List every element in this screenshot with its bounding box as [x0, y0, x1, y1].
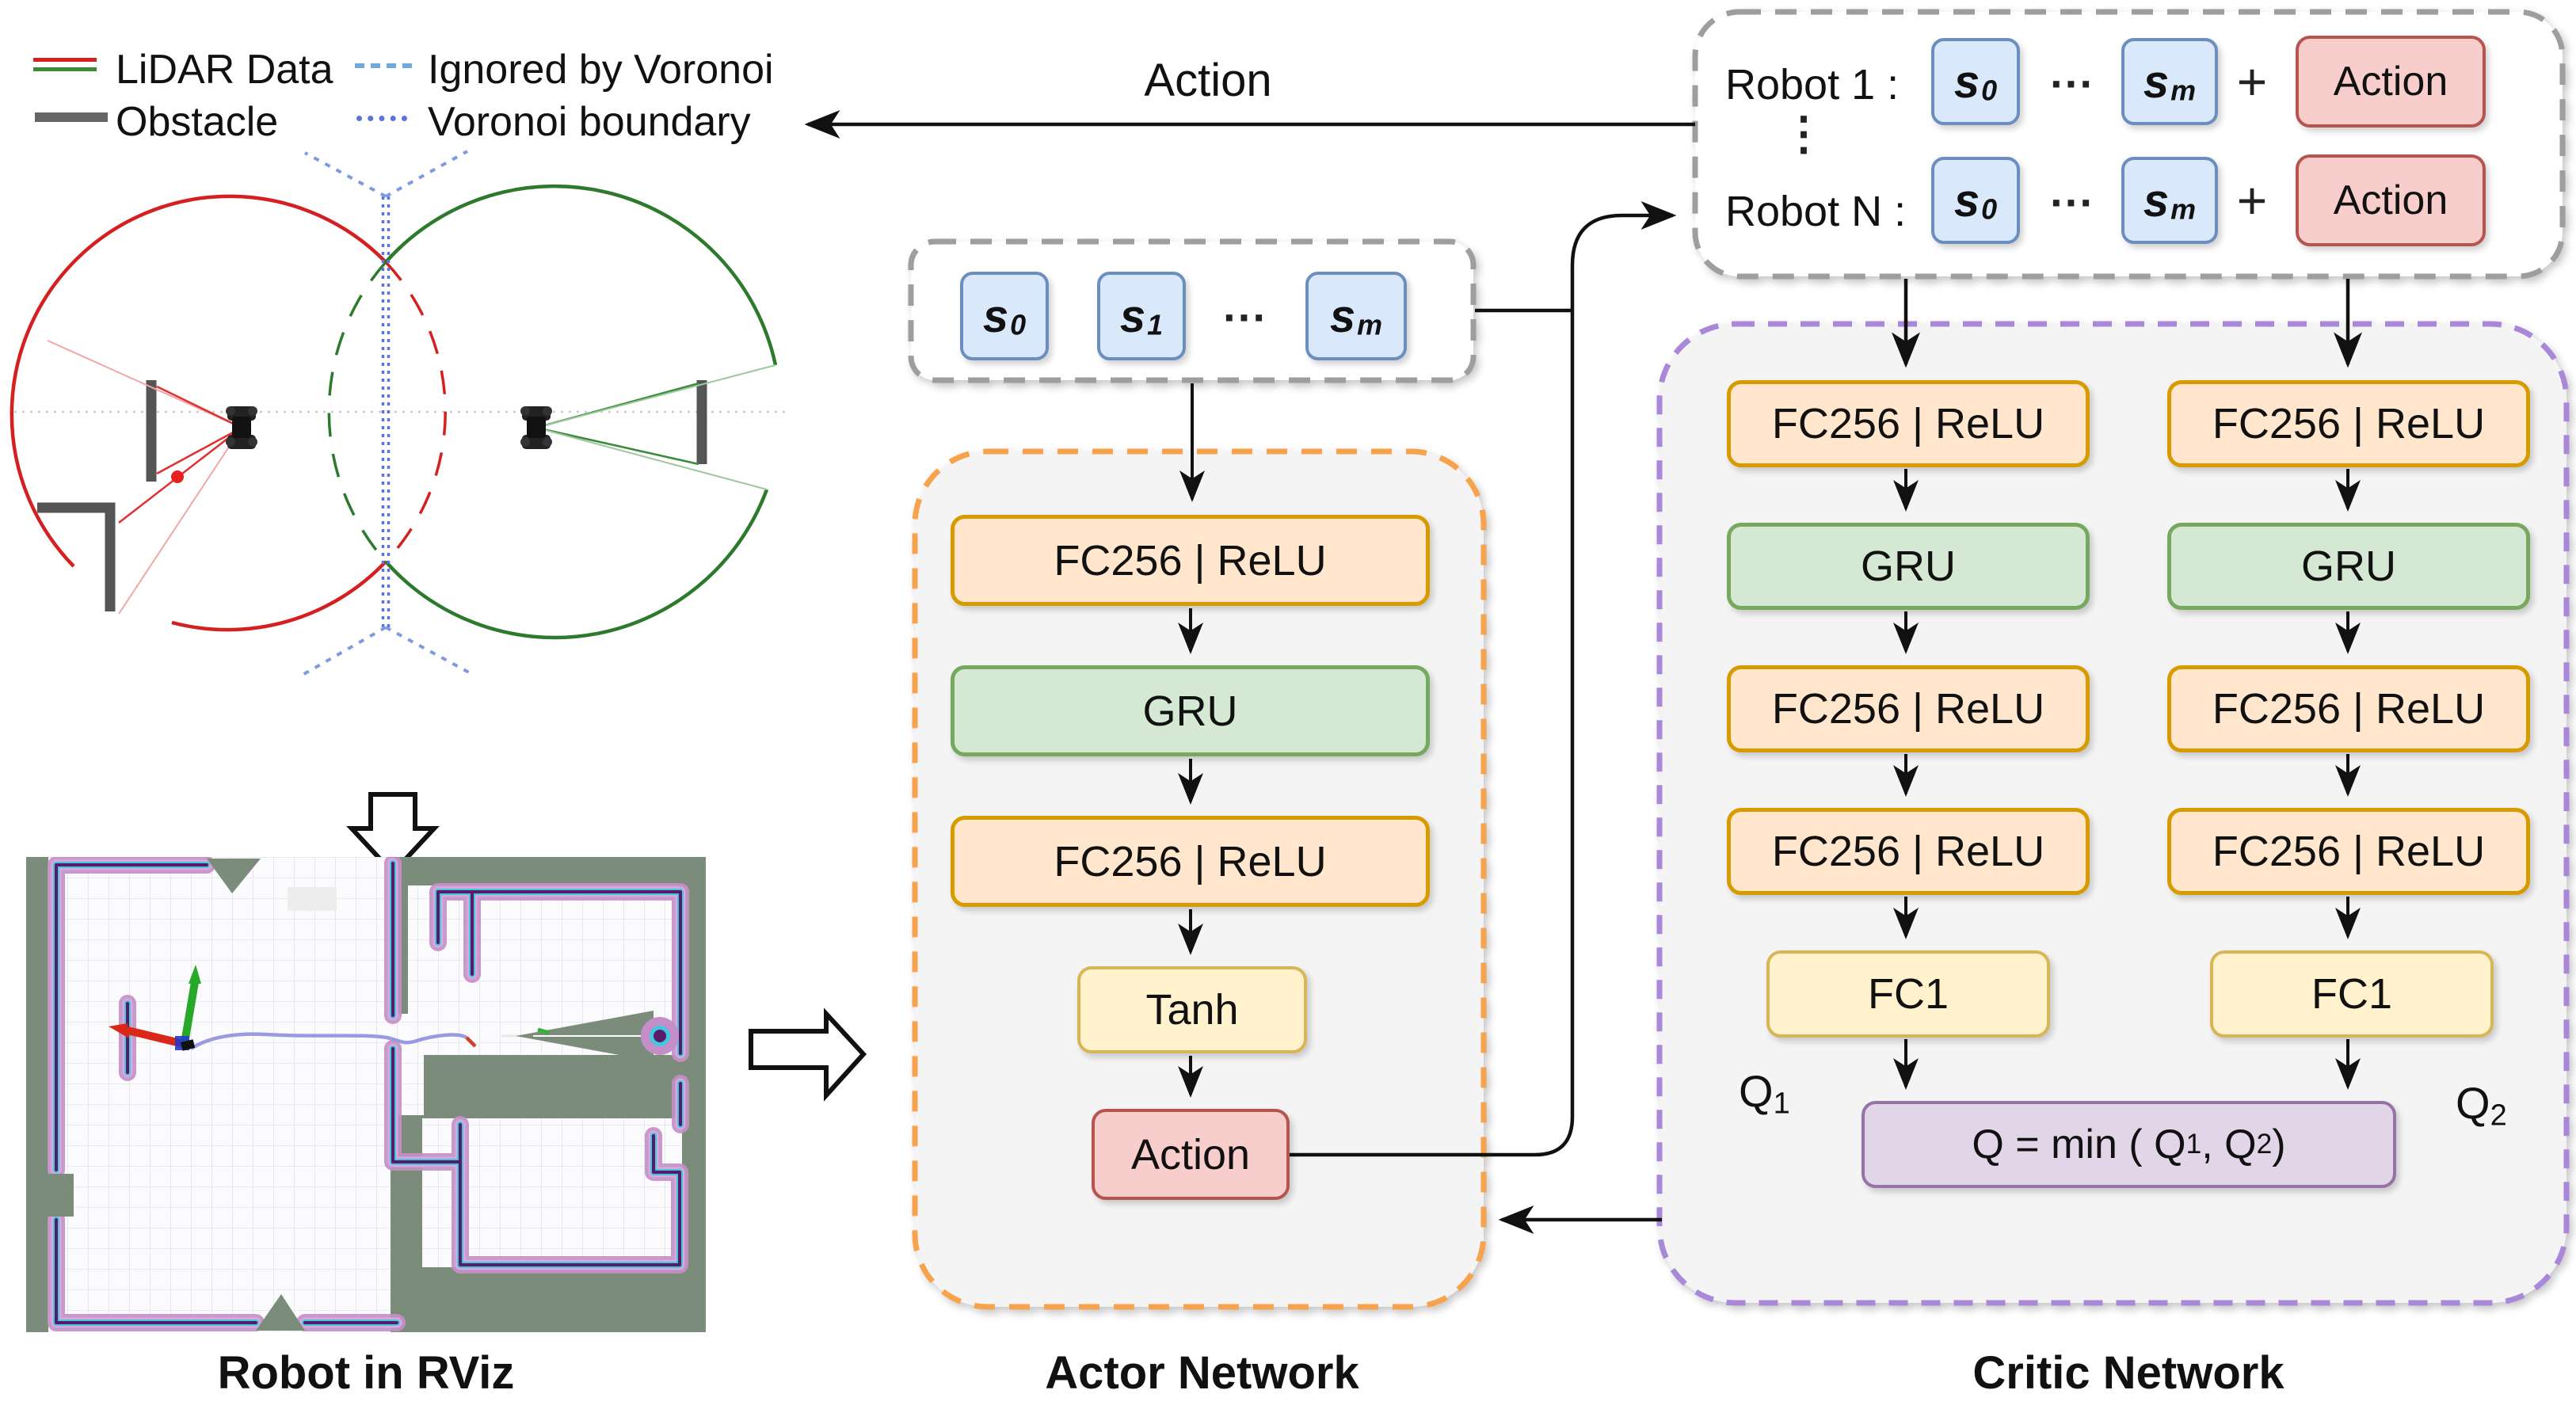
robot-marker-left — [226, 406, 257, 449]
legend-lidar-label: LiDAR Data — [116, 47, 333, 93]
robot-vdots: ⋮ — [1781, 108, 1827, 159]
critic-l-fc256-2: FC256 | ReLU — [1727, 665, 2090, 752]
actor-action-box: Action — [1092, 1109, 1290, 1200]
critic-q2-label: Q2 — [2456, 1078, 2507, 1133]
voronoi-boundary-symbol-icon — [356, 116, 407, 121]
robot-trail-end-tick — [465, 1036, 477, 1048]
map-goal-tick-green — [537, 1027, 550, 1035]
actor-network-caption: Actor Network — [1045, 1347, 1359, 1399]
critic-r-fc1: FC1 — [2210, 950, 2494, 1038]
robot-marker-right — [520, 406, 552, 449]
map-door-tongue — [26, 1174, 74, 1217]
feedback-action-label: Action — [1144, 55, 1272, 106]
lidar-red-rays — [47, 340, 242, 615]
robotN-label: Robot N : — [1725, 188, 1907, 235]
map-notch-top — [207, 859, 261, 893]
legend-boundary-label: Voronoi boundary — [428, 99, 751, 145]
lidar-data-symbol-icon — [33, 58, 97, 74]
lidar-green-arc-dashed — [327, 261, 387, 563]
obstacles — [37, 380, 707, 611]
obstacle-symbol-icon — [35, 112, 108, 122]
actor-tanh: Tanh — [1077, 966, 1307, 1053]
lidar-hit-point — [171, 470, 184, 483]
critic-l-fc256-1: FC256 | ReLU — [1727, 380, 2090, 467]
pool-r2-action-box: Action — [2296, 154, 2486, 246]
voronoi-lidar-figure — [10, 150, 786, 676]
right-hollow-arrow-icon — [749, 1007, 867, 1102]
pool-r1-ellipsis: ··· — [2050, 58, 2094, 109]
actor-fc256-relu-2: FC256 | ReLU — [951, 816, 1430, 907]
critic-l-fc256-3: FC256 | ReLU — [1727, 808, 2090, 895]
critic-r-fc256-2: FC256 | ReLU — [2167, 665, 2530, 752]
action-to-pool-arrow — [1290, 201, 1677, 1157]
pool-r1-plus: + — [2236, 52, 2268, 111]
state-ellipsis: ··· — [1223, 291, 1267, 342]
pool-r2-plus: + — [2236, 171, 2268, 230]
actor-fc256-relu-1: FC256 | ReLU — [951, 515, 1430, 606]
actor-gru: GRU — [951, 665, 1430, 756]
pool-r2-ellipsis: ··· — [2050, 177, 2094, 227]
lidar-green-arc — [384, 184, 778, 640]
critic-network-caption: Critic Network — [1972, 1347, 2284, 1399]
critic-l-fc1: FC1 — [1766, 950, 2050, 1038]
legend-ignored-label: Ignored by Voronoi — [428, 47, 774, 93]
lidar-red-arc-dashed — [384, 261, 447, 563]
legend-obstacle-label: Obstacle — [116, 99, 279, 145]
map-walls — [48, 857, 689, 1331]
robot-pose-axes — [109, 965, 201, 1051]
ignored-voronoi-branches — [302, 150, 470, 676]
critic-r-gru: GRU — [2167, 523, 2530, 610]
connection-arrows — [804, 110, 2362, 1234]
rviz-map — [26, 857, 706, 1332]
critic-r-fc256-1: FC256 | ReLU — [2167, 380, 2530, 467]
rviz-caption: Robot in RViz — [217, 1347, 515, 1399]
down-hollow-arrow-icon — [346, 792, 440, 877]
critic-r-fc256-3: FC256 | ReLU — [2167, 808, 2530, 895]
lidar-red-arc — [10, 194, 387, 632]
voronoi-boundary-line — [381, 196, 391, 627]
map-notch-bottom — [256, 1294, 305, 1331]
critic-l-gru: GRU — [1727, 523, 2090, 610]
ignored-voronoi-symbol-icon — [355, 63, 412, 68]
pool-r1-action-box: Action — [2296, 36, 2486, 128]
critic-q1-label: Q1 — [1739, 1066, 1790, 1121]
lidar-green-rays — [535, 364, 776, 490]
robot-trail — [189, 1032, 468, 1050]
robot1-label: Robot 1 : — [1725, 61, 1900, 109]
axis-green — [181, 981, 199, 1044]
obstacle-l-shape — [37, 502, 116, 611]
